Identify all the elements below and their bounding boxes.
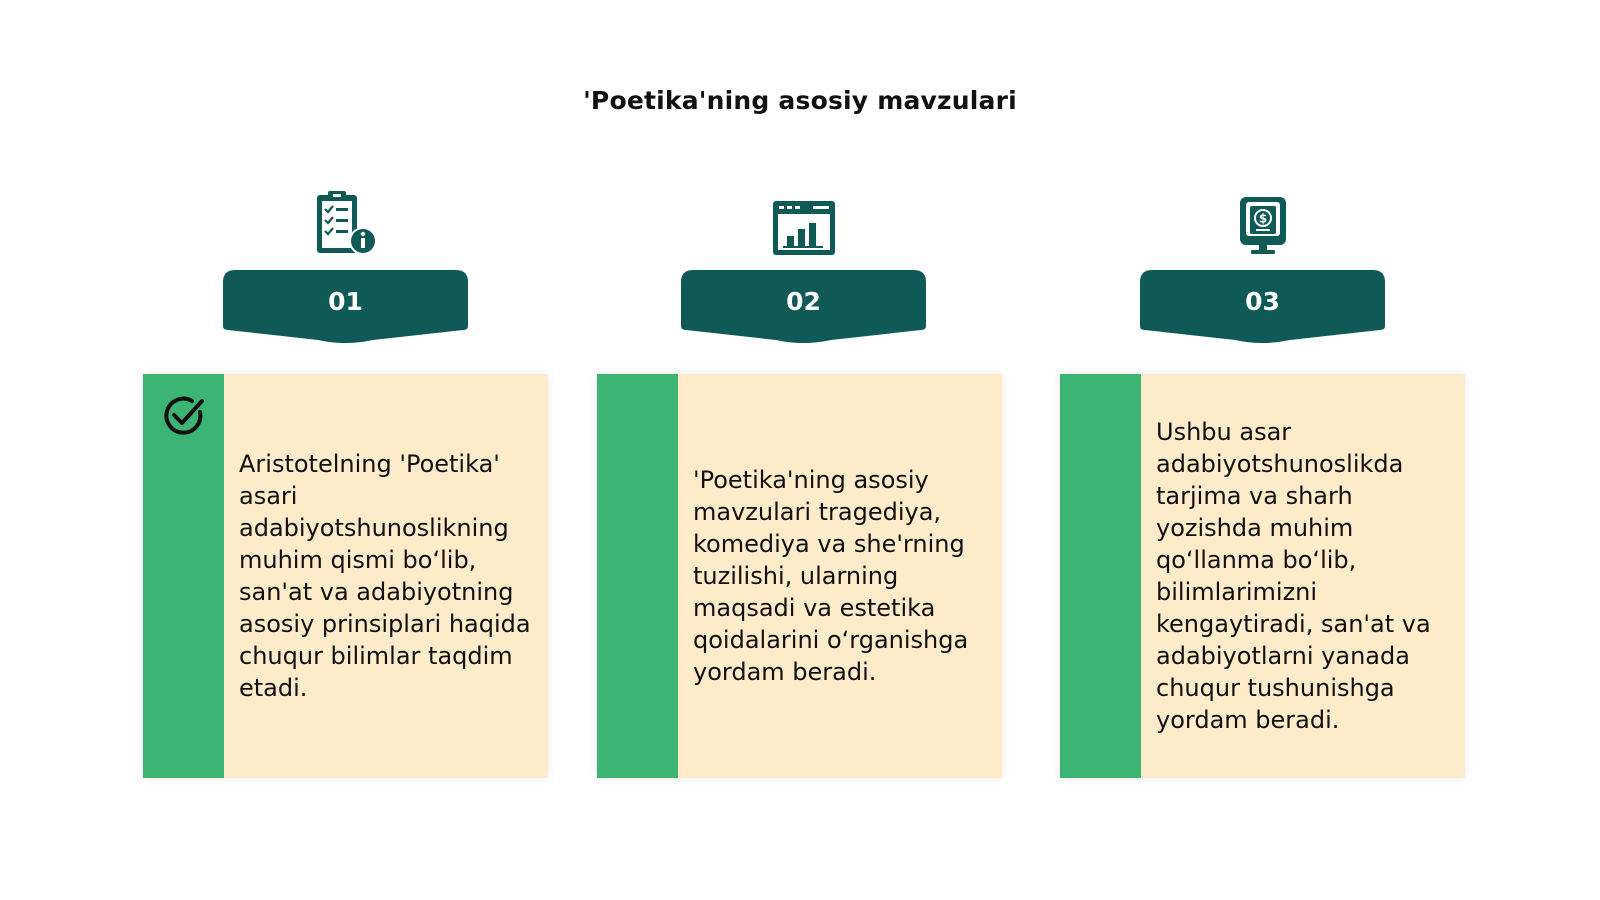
- check-circle-icon: [162, 394, 206, 442]
- step-badge-02: 02: [681, 270, 926, 346]
- card-03: Ushbu asar adabiyotshunoslikda tarjima v…: [1060, 374, 1465, 778]
- card-02: 'Poetika'ning asosiy mavzulari tragediya…: [597, 374, 1002, 778]
- step-number: 02: [786, 287, 821, 316]
- card-text: Aristotelning 'Poetika' asari adabiyotsh…: [239, 450, 531, 702]
- page-title: 'Poetika'ning asosiy mavzulari: [583, 86, 1017, 115]
- step-number: 03: [1245, 287, 1280, 316]
- card-01: Aristotelning 'Poetika' asari adabiyotsh…: [143, 374, 548, 778]
- svg-text:$: $: [1258, 212, 1266, 226]
- step-badge-03: 03: [1140, 270, 1385, 346]
- card-accent-bar: [597, 374, 678, 778]
- dollar-monitor-icon: $: [1140, 185, 1385, 257]
- card-text: Ushbu asar adabiyotshunoslikda tarjima v…: [1156, 418, 1431, 734]
- clipboard-info-icon: [223, 185, 468, 257]
- card-accent-bar: [143, 374, 224, 778]
- step-number: 01: [328, 287, 363, 316]
- bar-chart-window-icon: [681, 185, 926, 257]
- card-text: 'Poetika'ning asosiy mavzulari tragediya…: [693, 466, 969, 686]
- step-badge-01: 01: [223, 270, 468, 346]
- card-accent-bar: [1060, 374, 1141, 778]
